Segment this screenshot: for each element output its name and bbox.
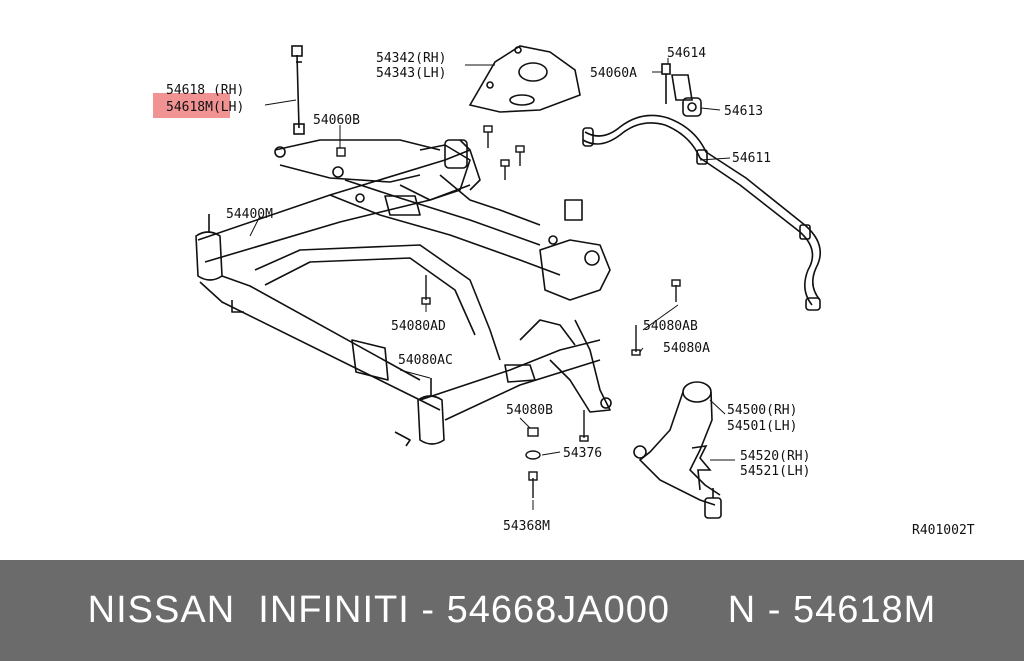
label-54611[interactable]: 54611 [732, 151, 771, 166]
bushing-clamp-54613 [661, 63, 702, 117]
footer-part-number: NISSAN INFINITI - 54668JA000 N - 54618M [87, 589, 937, 631]
label-54342[interactable]: 54342(RH) [376, 51, 446, 66]
label-54080ac[interactable]: 54080AC [398, 353, 453, 368]
bolts-upper [336, 125, 525, 180]
label-54343[interactable]: 54343(LH) [376, 66, 446, 81]
label-54520[interactable]: 54520(RH) [740, 449, 810, 464]
label-54618-rh[interactable]: 54618 (RH) [166, 83, 244, 98]
stabilizer-bar-54611 [582, 114, 822, 311]
label-54080b[interactable]: 54080B [506, 403, 553, 418]
label-54500[interactable]: 54500(RH) [727, 403, 797, 418]
label-54368m[interactable]: 54368M [503, 519, 550, 534]
footer-bar: NISSAN INFINITI - 54668JA000 N - 54618M [0, 560, 1024, 661]
label-54614[interactable]: 54614 [667, 46, 706, 61]
label-54060b[interactable]: 54060B [313, 113, 360, 128]
label-54080ab[interactable]: 54080AB [643, 319, 698, 334]
label-54080a[interactable]: 54080A [663, 341, 710, 356]
label-54060a[interactable]: 54060A [590, 66, 637, 81]
label-54376[interactable]: 54376 [563, 446, 602, 461]
label-54521[interactable]: 54521(LH) [740, 464, 810, 479]
label-54618m-lh[interactable]: 54618M(LH) [166, 100, 244, 115]
stabilizer-link-54618 [291, 45, 305, 135]
part-labels: 54618 (RH) 54618M(LH) 54060B 54342(RH) 5… [166, 46, 975, 538]
label-54501[interactable]: 54501(LH) [727, 419, 797, 434]
label-54613[interactable]: 54613 [724, 104, 763, 119]
subframe-54400m [195, 139, 612, 447]
bracket-54342 [468, 45, 581, 113]
label-54080ad[interactable]: 54080AD [391, 319, 446, 334]
leader-lines [249, 58, 735, 510]
label-54400m[interactable]: 54400M [226, 207, 273, 222]
bolts-lower [421, 275, 681, 498]
lower-arm-54500 [633, 381, 722, 519]
reference-code: R401002T [912, 523, 975, 538]
highlight-box [153, 93, 230, 118]
parts-diagram: 54618 (RH) 54618M(LH) 54060B 54342(RH) 5… [153, 45, 975, 538]
